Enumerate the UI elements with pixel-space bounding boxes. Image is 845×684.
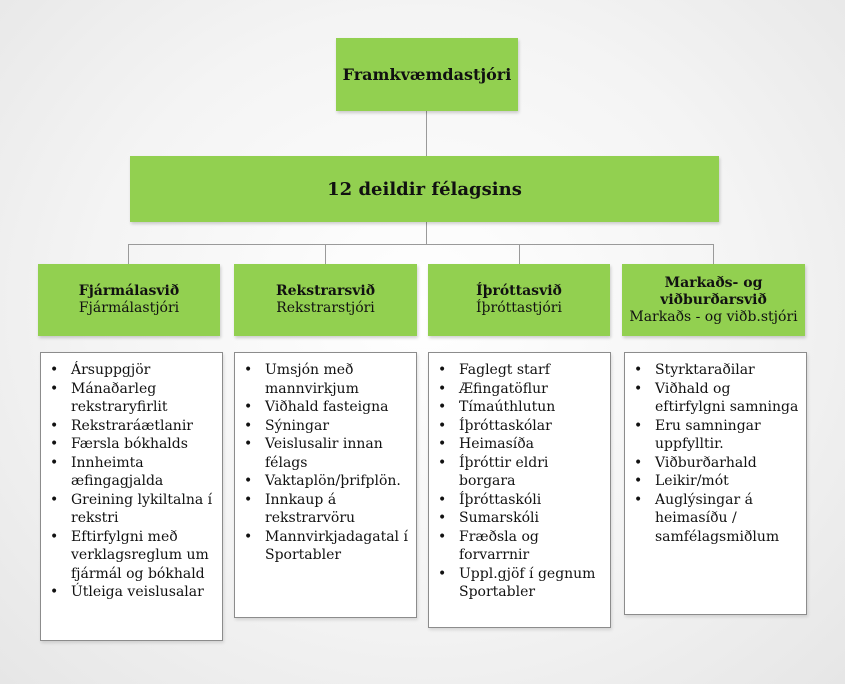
list-item: Tímaúthlutun xyxy=(438,398,604,417)
dept-sports-box: Íþróttasvið Íþróttastjóri xyxy=(428,264,610,336)
list-item: Veislusalir innan félags xyxy=(244,435,410,472)
list-item: Umsjón með mannvirkjum xyxy=(244,361,410,398)
dept-finance-head: Fjármálastjóri xyxy=(78,300,180,316)
list-item: Innkaup á rekstrarvöru xyxy=(244,491,410,528)
connector-horizontal xyxy=(128,244,714,245)
connector-top-to-middle xyxy=(426,111,427,156)
list-item: Styrktaraðilar xyxy=(634,361,800,380)
dept-operations-list: Umsjón með mannvirkjum Viðhald fasteigna… xyxy=(234,352,417,618)
dept-sports-name: Íþróttasvið xyxy=(476,283,562,299)
dept-finance-list: Ársuppgjör Mánaðarleg rekstraryfirlit Re… xyxy=(40,352,223,641)
connector-dept-3 xyxy=(519,244,520,264)
list-item: Rekstraráætlanir xyxy=(50,417,216,436)
list-item: Íþróttir eldri borgara xyxy=(438,454,604,491)
dept-sports-head: Íþróttastjóri xyxy=(476,300,562,316)
list-item: Eftirfylgni með verklagsreglum um fjármá… xyxy=(50,528,216,584)
list-item: Sýningar xyxy=(244,417,410,436)
dept-marketing-name: Markaðs- og viðburðarsvið xyxy=(660,274,767,308)
list-item: Viðhald fasteigna xyxy=(244,398,410,417)
list-item: Eru samningar uppfylltir. xyxy=(634,417,800,454)
dept-sports-list: Faglegt starf Æfingatöflur Tímaúthlutun … xyxy=(428,352,611,628)
departments-label: 12 deildir félagsins xyxy=(327,178,522,200)
list-item: Útleiga veislusalar xyxy=(50,583,216,602)
dept-marketing-box: Markaðs- og viðburðarsvið Markaðs - og v… xyxy=(622,264,805,336)
list-item: Heimasíða xyxy=(438,435,604,454)
list-item: Fræðsla og forvarrnir xyxy=(438,528,604,565)
list-item: Íþróttaskóli xyxy=(438,491,604,510)
dept-operations-box: Rekstrarsvið Rekstrarstjóri xyxy=(234,264,417,336)
list-item: Uppl.gjöf í gegnum Sportabler xyxy=(438,565,604,602)
connector-dept-4 xyxy=(713,244,714,264)
departments-box: 12 deildir félagsins xyxy=(130,156,719,222)
ceo-label: Framkvæmdastjóri xyxy=(342,65,512,84)
list-item: Sumarskóli xyxy=(438,509,604,528)
ceo-box: Framkvæmdastjóri xyxy=(336,38,518,111)
list-item: Færsla bókhalds xyxy=(50,435,216,454)
list-item: Leikir/mót xyxy=(634,472,800,491)
list-item: Auglýsingar á heimasíðu / samfélagsmiðlu… xyxy=(634,491,800,547)
list-item: Faglegt starf xyxy=(438,361,604,380)
list-item: Ársuppgjör xyxy=(50,361,216,380)
list-item: Vaktaplön/þrifplön. xyxy=(244,472,410,491)
list-item: Greining lykiltalna í rekstri xyxy=(50,491,216,528)
list-item: Mánaðarleg rekstraryfirlit xyxy=(50,380,216,417)
list-item: Íþróttaskólar xyxy=(438,417,604,436)
dept-marketing-head: Markaðs - og viðb.stjóri xyxy=(629,308,798,325)
connector-dept-1 xyxy=(128,244,129,264)
connector-dept-2 xyxy=(325,244,326,264)
list-item: Æfingatöflur xyxy=(438,380,604,399)
list-item: Viðburðarhald xyxy=(634,454,800,473)
dept-finance-name: Fjármálasvið xyxy=(78,283,180,299)
list-item: Mannvirkjadagatal í Sportabler xyxy=(244,528,410,565)
list-item: Innheimta æfingagjalda xyxy=(50,454,216,491)
list-item: Viðhald og eftirfylgni samninga xyxy=(634,380,800,417)
dept-operations-name: Rekstrarsvið xyxy=(275,283,376,299)
dept-finance-box: Fjármálasvið Fjármálastjóri xyxy=(38,264,220,336)
connector-middle-down xyxy=(426,222,427,245)
dept-operations-head: Rekstrarstjóri xyxy=(276,300,375,316)
dept-marketing-list: Styrktaraðilar Viðhald og eftirfylgni sa… xyxy=(624,352,807,615)
